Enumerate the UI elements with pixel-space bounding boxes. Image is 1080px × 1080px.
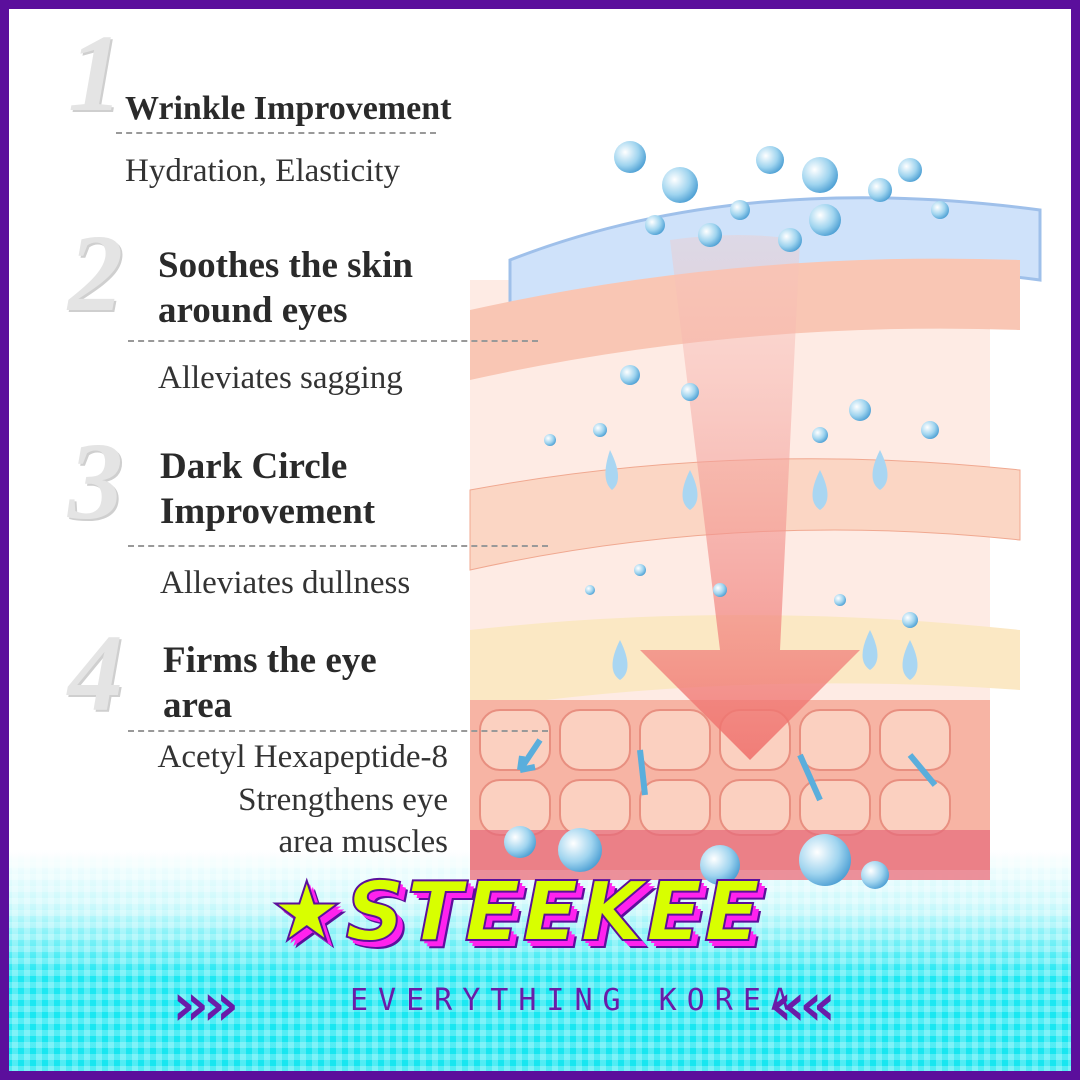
feature-number-1: 1	[68, 12, 123, 134]
feature-subtitle-3: Alleviates dullness	[160, 565, 411, 601]
star-icon: ★	[269, 864, 346, 961]
feature-subtitle-2: Alleviates sagging	[158, 360, 403, 396]
brand-name: STEEKEE	[345, 864, 763, 961]
skin-layers-illustration	[469, 141, 1042, 889]
feature-number-4: 4	[68, 612, 123, 734]
feature-subtitle-4-line1: Acetyl Hexapeptide-8	[157, 739, 448, 775]
divider	[116, 132, 436, 134]
chevrons-right-icon: »»	[172, 970, 238, 1040]
chevrons-left-icon: ««	[770, 970, 836, 1040]
brand-logo: ★STEEKEE	[269, 864, 763, 961]
feature-title-1: Wrinkle Improvement	[125, 90, 452, 127]
feature-number-3: 3	[68, 420, 123, 542]
feature-title-4-line1: Firms the eye	[163, 640, 377, 681]
feature-title-3-line1: Dark Circle	[160, 446, 348, 487]
feature-title-3-line2: Improvement	[160, 491, 376, 532]
feature-subtitle-1: Hydration, Elasticity	[125, 153, 400, 189]
brand-tagline: EVERYTHING KOREA	[350, 983, 799, 1018]
feature-number-2: 2	[68, 212, 123, 334]
feature-subtitle-4-line3: area muscles	[278, 824, 449, 860]
feature-title-2-line1: Soothes the skin	[158, 245, 413, 286]
bottom-gradient-band	[0, 850, 1080, 1080]
divider	[128, 730, 548, 732]
feature-subtitle-4-line2: Strengthens eye	[238, 782, 448, 818]
divider	[128, 545, 548, 547]
divider	[128, 340, 538, 342]
feature-title-2-line2: around eyes	[158, 290, 348, 331]
feature-title-4-line2: area	[163, 685, 233, 726]
